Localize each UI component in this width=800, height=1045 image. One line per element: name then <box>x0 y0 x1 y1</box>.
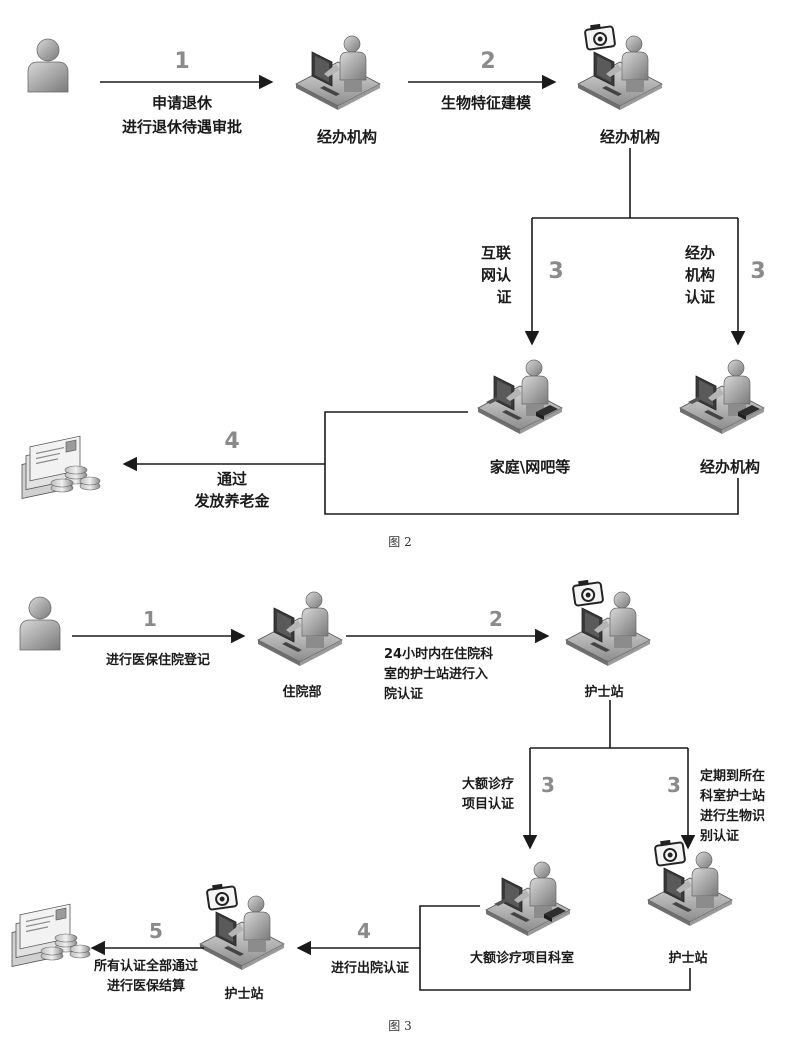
figure-3-caption: 图 3 <box>388 1019 411 1033</box>
agency-bottom-workstation-icon <box>680 360 764 434</box>
step-4-number: 4 <box>224 429 239 454</box>
nurse-station-label: 护士站 <box>584 684 623 700</box>
home-workstation-icon <box>478 360 562 434</box>
f3-step-5-number: 5 <box>149 919 163 943</box>
figure-3: 1 进行医保住院登记 住院部 2 24小时内在住院科 室的护士站进行入 院认证 … <box>11 578 765 1033</box>
pension-line-2: 发放养老金 <box>193 492 270 510</box>
f3-step-2-number: 2 <box>489 607 503 631</box>
settlement-money-icon <box>11 903 91 968</box>
within24-line-3: 院认证 <box>384 686 423 702</box>
step-3-left-number: 3 <box>548 259 563 284</box>
figure-2: 1 申请退休 进行退休待遇审批 经办机构 2 生物特征建模 经办机构 互联 网认… <box>21 22 766 549</box>
agency-bottom-label: 经办机构 <box>700 458 760 476</box>
step-3-right-number: 3 <box>750 259 765 284</box>
pension-line-1: 通过 <box>217 470 247 488</box>
internet-line-3: 证 <box>496 288 511 306</box>
hospital-dept-workstation-icon <box>257 591 343 667</box>
major-dept-workstation-icon <box>486 862 570 936</box>
discharge-label: 进行出院认证 <box>331 960 409 976</box>
agency-camera-workstation-icon <box>578 22 662 110</box>
major-line-2: 项目认证 <box>462 796 514 812</box>
agency-label: 经办机构 <box>317 128 377 146</box>
nurse-station-camera-workstation-icon <box>566 578 650 666</box>
f3-step-1-number: 1 <box>143 607 157 631</box>
step-1-number: 1 <box>174 49 189 74</box>
major-dept-label: 大额诊疗项目科室 <box>470 950 574 966</box>
branch-connector <box>532 148 738 219</box>
hospital-dept-label: 住院部 <box>282 684 321 700</box>
pension-money-icon <box>21 435 101 500</box>
f3-step-4-number: 4 <box>357 919 371 943</box>
periodic-line-2: 科室护士站 <box>700 788 765 804</box>
apply-line-2: 进行退休待遇审批 <box>122 118 242 136</box>
step-2-number: 2 <box>480 49 495 74</box>
patient-person-icon <box>19 596 61 651</box>
f3-step-3-left-number: 3 <box>541 773 555 797</box>
periodic-line-1: 定期到所在 <box>699 768 765 784</box>
applicant-person-icon <box>27 38 69 93</box>
home-label: 家庭\网吧等 <box>490 458 570 476</box>
major-line-1: 大额诊疗 <box>462 776 514 792</box>
settle-line-1: 所有认证全部通过 <box>94 958 198 974</box>
nurse-station2-label: 护士站 <box>668 950 707 966</box>
merge3-connector <box>419 905 691 991</box>
agency-auth-line-1: 经办 <box>685 244 715 262</box>
figure-2-caption: 图 2 <box>388 535 411 549</box>
within24-line-1: 24小时内在住院科 <box>384 646 493 662</box>
nurse-station2-camera-workstation-icon <box>648 838 732 926</box>
biometric-label: 生物特征建模 <box>441 94 532 112</box>
agency-auth-line-3: 认证 <box>685 288 715 306</box>
agency-camera-label: 经办机构 <box>600 128 660 146</box>
register-label: 进行医保住院登记 <box>106 652 210 668</box>
agency-workstation-icon <box>295 35 381 111</box>
periodic-line-4: 别认证 <box>699 828 739 844</box>
internet-line-1: 互联 <box>481 244 512 262</box>
within24-line-2: 室的护士站进行入 <box>384 666 488 682</box>
branch3-connector <box>530 700 688 749</box>
f3-step-3-right-number: 3 <box>667 773 681 797</box>
merge-connector <box>324 411 739 515</box>
apply-line-1: 申请退休 <box>152 94 213 112</box>
nurse-station3-camera-workstation-icon <box>200 882 284 970</box>
agency-auth-line-2: 机构 <box>685 266 715 284</box>
periodic-line-3: 进行生物识 <box>700 808 765 824</box>
nurse-station3-label: 护士站 <box>224 986 263 1002</box>
internet-line-2: 网认 <box>481 266 512 284</box>
settle-line-2: 进行医保结算 <box>107 978 185 994</box>
